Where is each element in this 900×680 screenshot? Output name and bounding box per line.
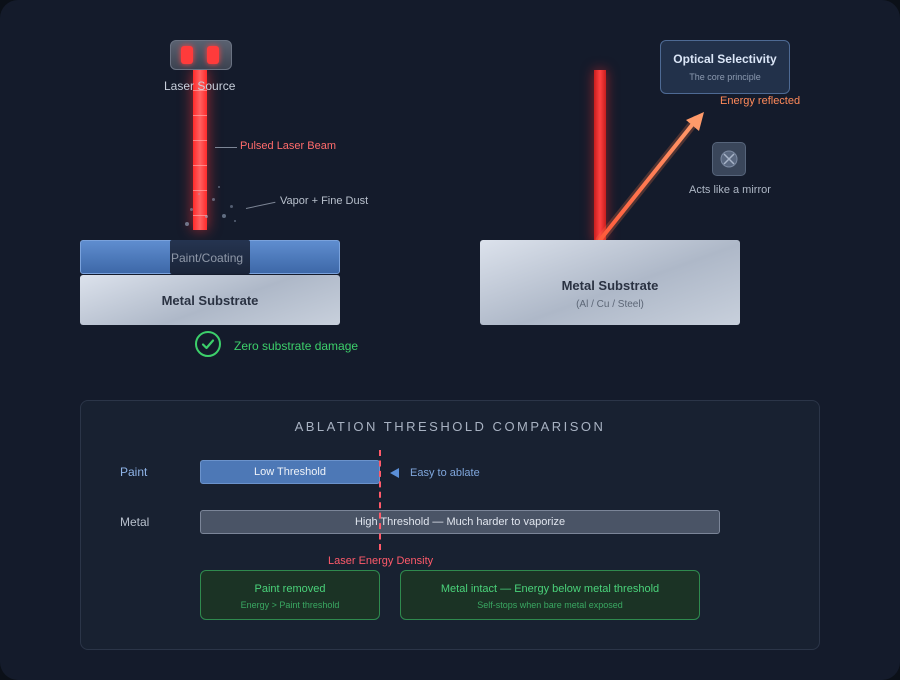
optical-selectivity-box: Optical Selectivity The core principle [660, 40, 790, 94]
metal-substrate-right: Metal Substrate (Al / Cu / Steel) [480, 240, 740, 325]
laser-source-icon [170, 40, 232, 70]
paint-coating-label: Paint/Coating [171, 251, 244, 265]
metal-substrate-right-label: Metal Substrate [561, 278, 659, 293]
result-paint-removed: Paint removed Energy > Paint threshold [200, 570, 380, 620]
metal-substrate-sublabel: (Al / Cu / Steel) [576, 299, 644, 310]
mirror-icon [712, 142, 746, 176]
energy-reflected-label: Energy reflected [720, 95, 801, 107]
result-left-title: Paint removed [254, 583, 326, 595]
paint-note: Easy to ablate [410, 467, 480, 479]
info-subtitle: The core principle [689, 72, 761, 82]
threshold-label: Laser Energy Density [328, 555, 434, 567]
result-right-sub: Self-stops when bare metal exposed [477, 600, 623, 610]
metal-bar-label: High Threshold — Much harder to vaporize [354, 516, 566, 528]
pointer-left-icon [390, 468, 399, 478]
laser-energy-threshold-line [379, 450, 381, 550]
beam-label: Pulsed Laser Beam [240, 140, 336, 152]
paint-bar-label: Low Threshold [254, 466, 326, 478]
comparison-title: ABLATION THRESHOLD COMPARISON [294, 419, 606, 434]
result-metal-intact: Metal intact — Energy below metal thresh… [400, 570, 700, 620]
result-left-sub: Energy > Paint threshold [240, 600, 340, 610]
reflected-beam-arrow [595, 112, 704, 245]
mirror-label: Acts like a mirror [689, 184, 771, 196]
metal-substrate-left: Metal Substrate [80, 275, 340, 325]
incident-laser-beam [594, 70, 606, 242]
check-icon [195, 331, 221, 357]
paint-row-label: Paint [120, 465, 148, 479]
metal-substrate-left-label: Metal Substrate [161, 292, 259, 308]
result-right-title: Metal intact — Energy below metal thresh… [440, 583, 660, 595]
info-title: Optical Selectivity [673, 52, 777, 66]
ablation-crater [170, 240, 250, 274]
laser-source-label: Laser Source [164, 79, 236, 93]
zero-damage-label: Zero substrate damage [234, 339, 359, 353]
metal-row-label: Metal [120, 515, 150, 529]
vapor-label: Vapor + Fine Dust [280, 195, 369, 207]
paint-threshold-bar: Low Threshold [200, 460, 380, 484]
metal-threshold-bar: High Threshold — Much harder to vaporize [200, 510, 720, 534]
pulsed-laser-beam [193, 70, 207, 230]
